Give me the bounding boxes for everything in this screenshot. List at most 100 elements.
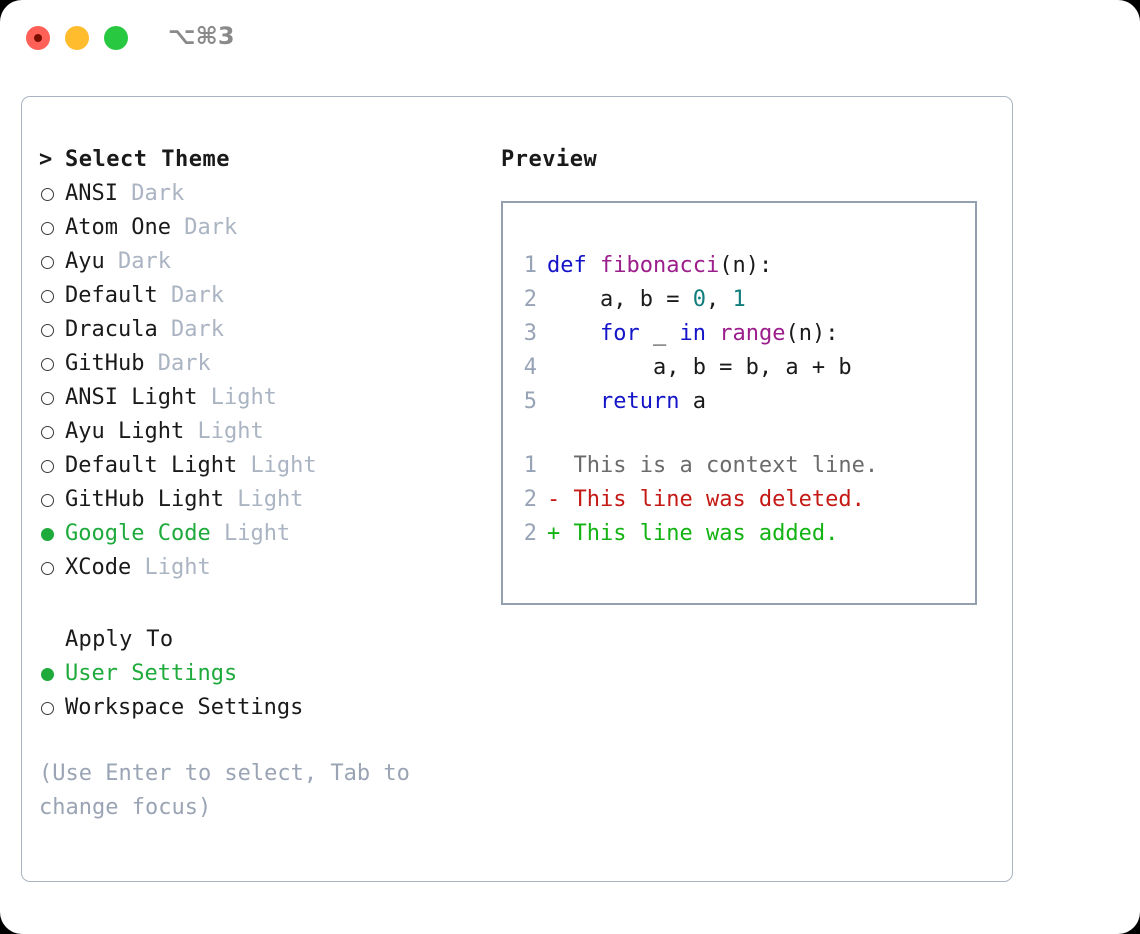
theme-name: Default: [65, 283, 158, 308]
code-line-number: 2: [523, 287, 537, 312]
code-line: 4 a, b = b, a + b: [503, 351, 975, 385]
diff-line: 1 This is a context line.: [503, 449, 975, 483]
minimize-window-button[interactable]: [65, 26, 89, 50]
code-token-kw: def: [547, 253, 587, 278]
theme-name-tag-space: [171, 215, 184, 240]
theme-list-item[interactable]: Dracula Dark: [39, 317, 479, 351]
theme-variant-tag: Dark: [184, 215, 238, 240]
diff-sign: +: [547, 521, 574, 546]
theme-name-tag-space: [184, 419, 197, 444]
theme-name-tag-space: [211, 521, 224, 546]
code-token-plain: a, b = b, a + b: [547, 355, 852, 380]
code-token-plain: a, b =: [547, 287, 693, 312]
theme-list-item[interactable]: Ayu Dark: [39, 249, 479, 283]
theme-variant-tag: Dark: [170, 317, 224, 342]
diff-line-number: 1: [523, 453, 537, 478]
theme-name: Atom One: [65, 215, 171, 240]
keyboard-hint-text: (Use Enter to select, Tab to change focu…: [39, 761, 424, 820]
preview-gap: [503, 419, 975, 449]
apply-to-option[interactable]: User Settings: [39, 661, 479, 695]
theme-list-item[interactable]: Default Dark: [39, 283, 479, 317]
diff-line: 2- This line was deleted.: [503, 483, 975, 517]
code-token-plain: [706, 321, 719, 346]
theme-list-item[interactable]: ANSI Light Light: [39, 385, 479, 419]
code-token-plain: ,: [705, 287, 733, 312]
title-bar: ⌥⌘3: [0, 0, 1140, 76]
theme-name-tag-space: [118, 181, 131, 206]
window-controls: [26, 26, 128, 50]
theme-list-item[interactable]: GitHub Light Light: [39, 487, 479, 521]
diff-sign: -: [547, 487, 574, 512]
theme-name-tag-space: [224, 487, 237, 512]
code-token-plain: [587, 253, 600, 278]
code-token-plain: [547, 321, 600, 346]
theme-name-tag-space: [144, 351, 157, 376]
theme-variant-tag: Dark: [118, 249, 171, 274]
code-token-kw: for: [599, 321, 640, 346]
preview-title: Preview: [501, 147, 598, 172]
theme-variant-tag: Light: [144, 555, 211, 580]
code-line-content: def fibonacci(n):: [547, 249, 772, 283]
apply-to-title: Apply To: [65, 627, 174, 652]
theme-name: ANSI: [65, 181, 118, 206]
list-spacer: [39, 589, 479, 627]
code-line: 3 for _ in range(n):: [503, 317, 975, 351]
diff-line: 2 + This line was added.: [503, 517, 975, 551]
theme-name: Dracula: [65, 317, 158, 342]
theme-list-item[interactable]: Default Light Light: [39, 453, 479, 487]
code-token-fn: range: [719, 321, 786, 346]
code-line-content: a, b = 0, 1: [547, 283, 746, 317]
code-line-content: for _ in range(n):: [547, 317, 838, 351]
theme-variant-tag: Light: [223, 521, 291, 546]
maximize-window-button[interactable]: [104, 26, 128, 50]
theme-list-item[interactable]: Google Code Light: [39, 521, 479, 555]
theme-name: Google Code: [65, 521, 211, 546]
diff-line-content: This line was deleted.: [573, 487, 865, 512]
code-token-plain: (n):: [785, 321, 839, 346]
code-line: 1 def fibonacci(n):: [503, 249, 975, 283]
diff-line-content: This is a context line.: [573, 453, 879, 478]
theme-variant-tag: Dark: [170, 283, 224, 308]
theme-list-item[interactable]: Ayu Light Light: [39, 419, 479, 453]
theme-name-tag-space: [158, 317, 171, 342]
code-line-content: a, b = b, a + b: [547, 351, 852, 385]
code-line-number: 5: [523, 389, 537, 414]
theme-variant-tag: Dark: [157, 351, 211, 376]
prompt-caret-icon: >: [39, 147, 53, 172]
diff-sample: 1 This is a context line.2- This line wa…: [503, 449, 975, 551]
code-line: 2 a, b = 0, 1: [503, 283, 975, 317]
apply-to-option[interactable]: Workspace Settings: [39, 695, 479, 729]
theme-name: GitHub Light: [65, 487, 224, 512]
theme-name-tag-space: [237, 453, 250, 478]
theme-name: XCode: [65, 555, 132, 580]
theme-variant-tag: Dark: [131, 181, 185, 206]
theme-name: Ayu Light: [65, 419, 185, 444]
theme-list-item[interactable]: GitHub Dark: [39, 351, 479, 385]
code-line: 5 return a: [503, 385, 975, 419]
theme-list-item[interactable]: XCode Light: [39, 555, 479, 589]
theme-picker-title: Select Theme: [65, 147, 230, 172]
keyboard-shortcut-label: ⌥⌘3: [168, 22, 235, 50]
theme-variant-tag: Light: [237, 487, 304, 512]
theme-picker-header: > Select Theme: [39, 147, 479, 181]
theme-name-tag-space: [131, 555, 144, 580]
code-line-number: 1: [523, 253, 537, 278]
diff-line-number: 2: [523, 487, 537, 512]
theme-name-tag-space: [158, 283, 171, 308]
diff-line-number: 2: [523, 521, 537, 546]
code-token-num: 1: [732, 287, 746, 312]
diff-line-content: This line was added.: [573, 521, 839, 546]
close-window-button[interactable]: [26, 26, 50, 50]
theme-list-item[interactable]: ANSI Dark: [39, 181, 479, 215]
code-token-kw: return: [599, 389, 680, 414]
theme-name-tag-space: [197, 385, 210, 410]
code-token-plain: [547, 389, 600, 414]
theme-list-item[interactable]: Atom One Dark: [39, 215, 479, 249]
code-token-num: 0: [692, 287, 706, 312]
